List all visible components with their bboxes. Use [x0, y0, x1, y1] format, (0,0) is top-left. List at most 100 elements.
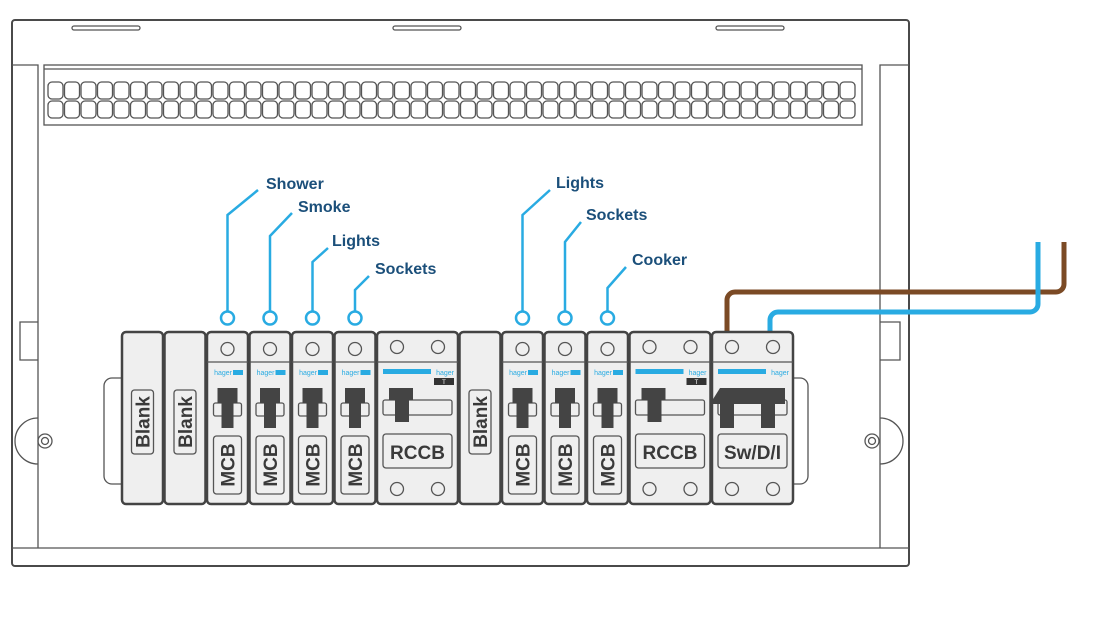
terminal-screw	[347, 341, 363, 357]
brand-logo: hager	[214, 370, 233, 377]
vent-slot	[410, 81, 427, 100]
module-label: RCCB	[643, 443, 698, 464]
neutral-wire	[767, 242, 1041, 346]
vent-slot	[641, 100, 658, 119]
vent-slot	[542, 100, 559, 119]
toggle-icon	[641, 388, 666, 422]
vent-slot	[179, 81, 196, 100]
vent-slot	[591, 100, 609, 119]
vent-slot	[624, 100, 642, 119]
module-label: RCCB	[390, 443, 445, 464]
vent-slot	[624, 81, 642, 100]
module-label: Blank	[134, 396, 155, 448]
brand-logo: hager	[436, 370, 455, 377]
terminal-screw	[430, 339, 446, 355]
vent-slot	[674, 100, 691, 119]
terminal-screw	[765, 339, 781, 355]
toggle-icon	[260, 388, 280, 428]
vent-slot	[113, 81, 130, 100]
vent-slot	[806, 100, 823, 119]
circuit-label-cooker: Cooker	[599, 252, 687, 326]
vent-slot	[47, 81, 64, 100]
leader-line	[606, 266, 627, 312]
terminal-screw	[557, 341, 573, 357]
label-text: Lights	[332, 233, 380, 250]
vent-slot	[723, 81, 741, 100]
brand-bar	[318, 370, 328, 375]
vent-slot	[839, 100, 856, 119]
vent-slot	[822, 81, 840, 100]
leader-line	[226, 189, 259, 312]
vent-slot	[773, 81, 790, 100]
leader-line	[563, 221, 582, 312]
vent-slot	[476, 100, 493, 119]
vent-slot	[690, 100, 708, 119]
brand-bar	[360, 370, 371, 375]
brand-logo: hager	[594, 370, 613, 377]
toggle-icon	[555, 388, 575, 428]
vent-slot	[608, 100, 625, 119]
vent-slot	[443, 100, 460, 119]
vent-slot	[558, 81, 576, 100]
brand-bar	[635, 369, 684, 374]
vent-slot	[690, 81, 708, 100]
vent-slot	[212, 81, 229, 100]
vent-slot	[641, 81, 658, 100]
vent-slot	[261, 100, 279, 119]
vent-slot	[509, 100, 526, 119]
leader-dot	[219, 310, 236, 326]
label-text: Sockets	[375, 261, 436, 278]
circuit-label-lights: Lights	[514, 175, 604, 326]
leader-line	[311, 247, 329, 312]
leader-line	[353, 275, 370, 312]
vent-slot	[839, 81, 856, 100]
toggle-icon	[597, 388, 618, 428]
terminal-screw	[765, 481, 781, 497]
vent-slot	[360, 100, 378, 119]
vent-slot	[492, 100, 510, 119]
vent-slot	[129, 100, 147, 119]
brand-bar	[718, 369, 766, 374]
vent-slot	[96, 100, 114, 119]
terminal-screw	[389, 339, 405, 355]
terminal-screw	[430, 481, 446, 497]
vent-slot	[393, 100, 411, 119]
enclosure	[11, 19, 910, 567]
vent-slot	[591, 81, 609, 100]
module-label: MCB	[219, 443, 240, 486]
leader-dot	[599, 310, 616, 326]
vent-slot	[113, 100, 130, 119]
vent-slot	[509, 81, 526, 100]
supply-tails	[724, 242, 1067, 346]
vent-slot	[294, 100, 312, 119]
vent-slot	[63, 81, 81, 100]
vent-slot	[542, 81, 559, 100]
module-label: MCB	[514, 443, 535, 486]
module-label: MCB	[304, 443, 325, 486]
brand-bar	[275, 370, 286, 375]
vent-slot	[278, 100, 295, 119]
brand-logo: hager	[552, 370, 571, 377]
vent-slot	[80, 100, 97, 119]
label-text: Cooker	[632, 252, 687, 269]
vent-slot	[261, 81, 279, 100]
module-label: Blank	[471, 396, 492, 448]
module-label: MCB	[599, 443, 620, 486]
vent-slot	[740, 81, 757, 100]
terminal-screw	[642, 339, 657, 355]
vent-slot	[311, 100, 328, 119]
vent-slot	[278, 81, 295, 100]
toggle-icon	[389, 388, 413, 422]
terminal-screw	[683, 339, 698, 355]
vent-slot	[789, 100, 807, 119]
label-text: Sockets	[586, 207, 647, 224]
vent-slot	[789, 81, 807, 100]
toggle-icon	[710, 388, 785, 428]
brand-logo: hager	[299, 370, 318, 377]
vent-slot	[756, 81, 774, 100]
